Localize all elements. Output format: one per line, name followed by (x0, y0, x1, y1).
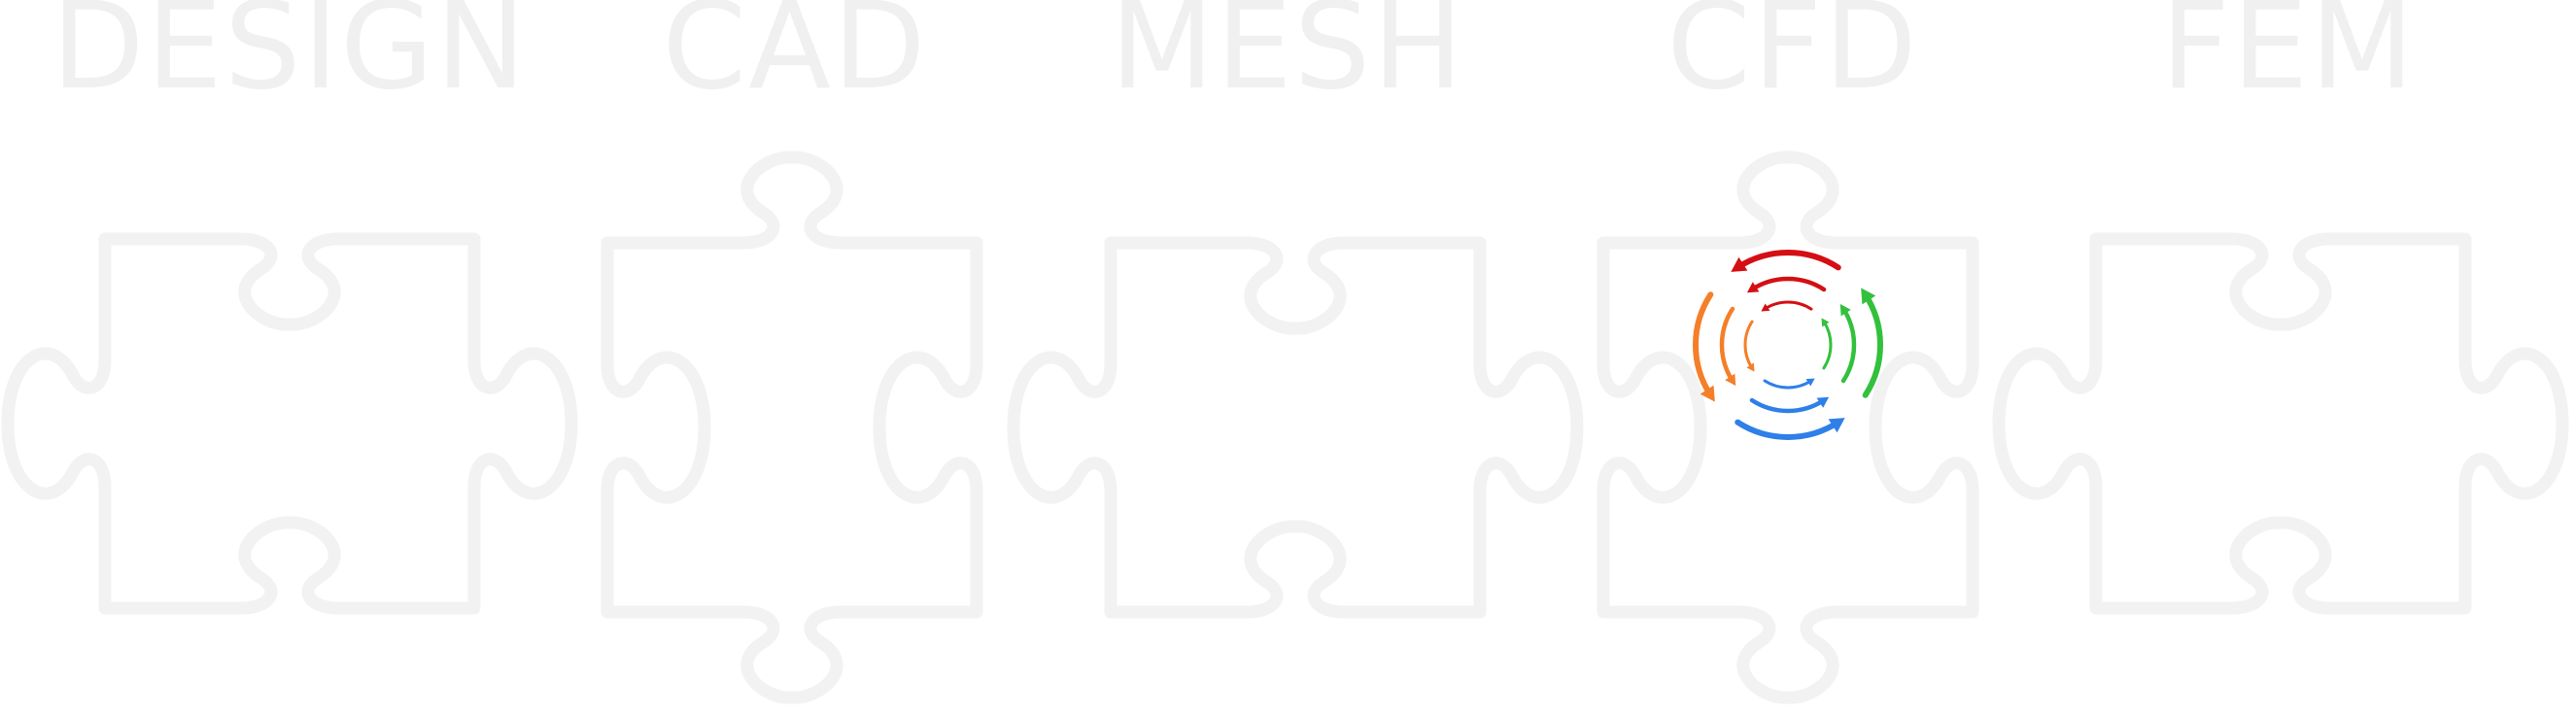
cycle-arc-red-ring-3 (1763, 300, 1813, 311)
iteration-cycle-icon (1693, 250, 1883, 440)
stage-label-fem: FEM (2161, 0, 2417, 117)
cycle-arrowhead-blue-ring-2 (1816, 396, 1830, 408)
cycle-arrowhead-green-ring-3 (1821, 318, 1830, 327)
cycle-arrowhead-blue-ring-1 (1828, 418, 1845, 433)
cycle-arrowhead-green-ring-2 (1839, 303, 1851, 317)
cycle-arc-green-ring-3 (1822, 320, 1833, 370)
cycle-arrowhead-red-ring-2 (1746, 282, 1760, 293)
stage-label-design: DESIGN (52, 0, 528, 117)
cycle-arc-red-ring-1 (1735, 250, 1841, 271)
stage-label-cfd: CFD (1666, 0, 1918, 117)
cycle-arc-orange-ring-3 (1743, 320, 1754, 370)
puzzle-piece-mesh (1013, 243, 1577, 612)
cycle-arc-orange-ring-1 (1693, 291, 1714, 398)
cycle-arrowhead-orange-ring-2 (1725, 373, 1736, 387)
cycle-arrowhead-orange-ring-3 (1746, 362, 1755, 372)
cycle-arrowhead-red-ring-1 (1731, 256, 1748, 272)
cycle-arc-green-ring-2 (1840, 306, 1857, 384)
cycle-arc-blue-ring-1 (1735, 419, 1841, 440)
cycle-arrowhead-blue-ring-3 (1805, 378, 1815, 387)
cycle-arc-orange-ring-2 (1719, 306, 1735, 384)
cycle-arrowhead-orange-ring-1 (1700, 385, 1715, 402)
stage-label-cad: CAD (663, 0, 928, 117)
stage-label-mesh: MESH (1110, 0, 1464, 117)
cycle-arc-red-ring-2 (1749, 276, 1827, 292)
puzzle-piece-cfd (1603, 157, 1973, 698)
puzzle-piece-fem (1999, 239, 2562, 608)
puzzle-piece-design (8, 239, 571, 608)
cycle-arrowhead-green-ring-1 (1861, 288, 1876, 305)
puzzle-piece-cad (607, 157, 977, 698)
cycle-arc-blue-ring-3 (1763, 379, 1813, 390)
cycle-arc-green-ring-1 (1862, 291, 1883, 398)
cycle-arrowhead-red-ring-3 (1761, 303, 1770, 312)
cycle-arc-blue-ring-2 (1749, 397, 1827, 414)
